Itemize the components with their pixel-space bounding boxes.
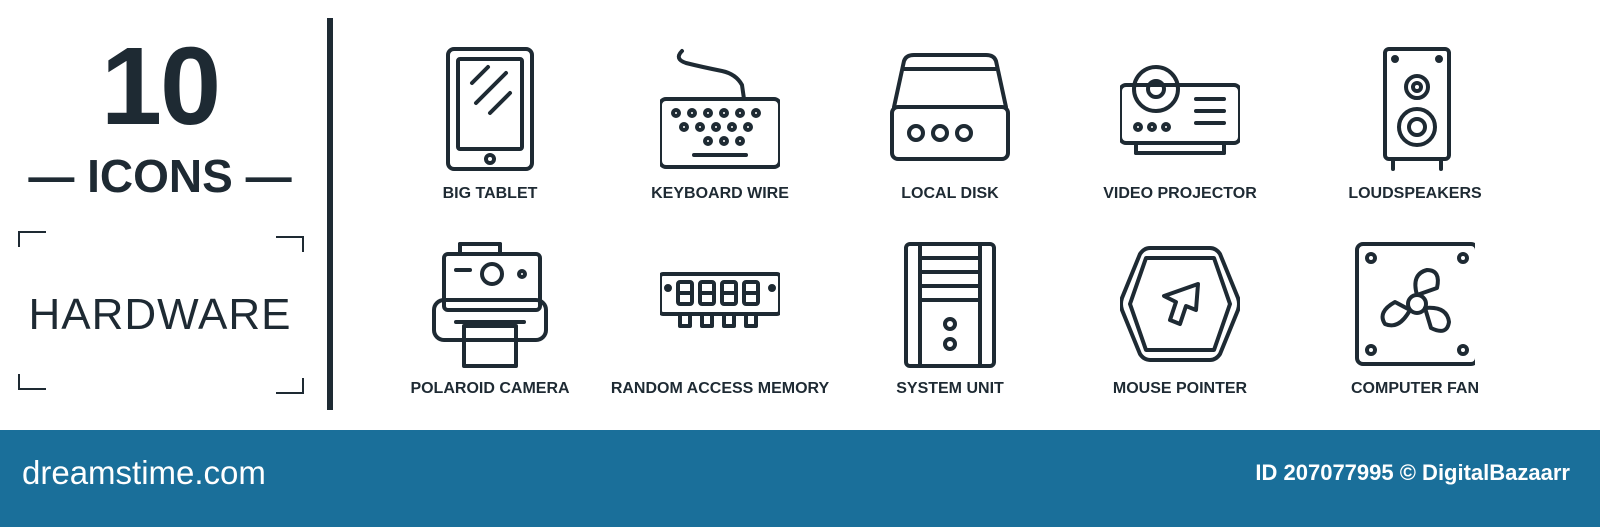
title-block: 10 — ICONS — HARDWARE xyxy=(0,0,320,430)
frame-corner xyxy=(18,374,46,390)
keyboard-icon xyxy=(660,49,780,169)
icon-count: 10 xyxy=(100,25,221,148)
icon-label: RANDOM ACCESS MEMORY xyxy=(610,380,830,397)
divider xyxy=(327,18,333,410)
icon-label: POLAROID CAMERA xyxy=(410,380,570,397)
icon-cell: BIG TABLET xyxy=(365,45,615,225)
brand-logo[interactable]: dreamstime.com xyxy=(22,454,266,491)
icon-label: BIG TABLET xyxy=(442,185,538,202)
category-title: HARDWARE xyxy=(28,290,292,339)
icon-label: LOUDSPEAKERS xyxy=(1348,185,1482,202)
icon-cell: MOUSE POINTER xyxy=(1055,240,1305,420)
frame-corner xyxy=(276,378,304,394)
camera-icon xyxy=(432,242,548,368)
icon-cell: SYSTEM UNIT xyxy=(825,240,1075,420)
icon-cell: RANDOM ACCESS MEMORY xyxy=(595,240,845,420)
icon-label: LOCAL DISK xyxy=(901,185,999,202)
icon-cell: COMPUTER FAN xyxy=(1290,240,1540,420)
image-credit: ID 207077995 © DigitalBazaarr xyxy=(1255,460,1570,485)
icon-cell: POLAROID CAMERA xyxy=(365,240,615,420)
frame-corner xyxy=(276,236,304,252)
footer-bar: dreamstime.com ID 207077995 © DigitalBaz… xyxy=(0,430,1600,527)
cursor-icon xyxy=(1120,246,1240,362)
fan-icon xyxy=(1355,242,1475,366)
icon-label: SYSTEM UNIT xyxy=(896,380,1004,397)
icons-label: — ICONS — xyxy=(28,150,292,202)
disk-icon xyxy=(890,53,1010,161)
tablet-icon xyxy=(446,47,534,171)
icon-label: MOUSE POINTER xyxy=(1112,380,1248,397)
ram-icon xyxy=(660,272,780,328)
icon-label: COMPUTER FAN xyxy=(1351,380,1479,397)
icon-label: KEYBOARD WIRE xyxy=(651,185,789,202)
icon-cell: VIDEO PROJECTOR xyxy=(1055,45,1305,225)
frame-corner xyxy=(18,231,46,247)
icon-cell: KEYBOARD WIRE xyxy=(595,45,845,225)
icon-cell: LOUDSPEAKERS xyxy=(1290,45,1540,225)
icon-cell: LOCAL DISK xyxy=(825,45,1075,225)
projector-icon xyxy=(1120,65,1240,155)
speaker-icon xyxy=(1383,47,1451,171)
computer-tower-icon xyxy=(904,242,996,368)
icon-label: VIDEO PROJECTOR xyxy=(1103,185,1257,202)
